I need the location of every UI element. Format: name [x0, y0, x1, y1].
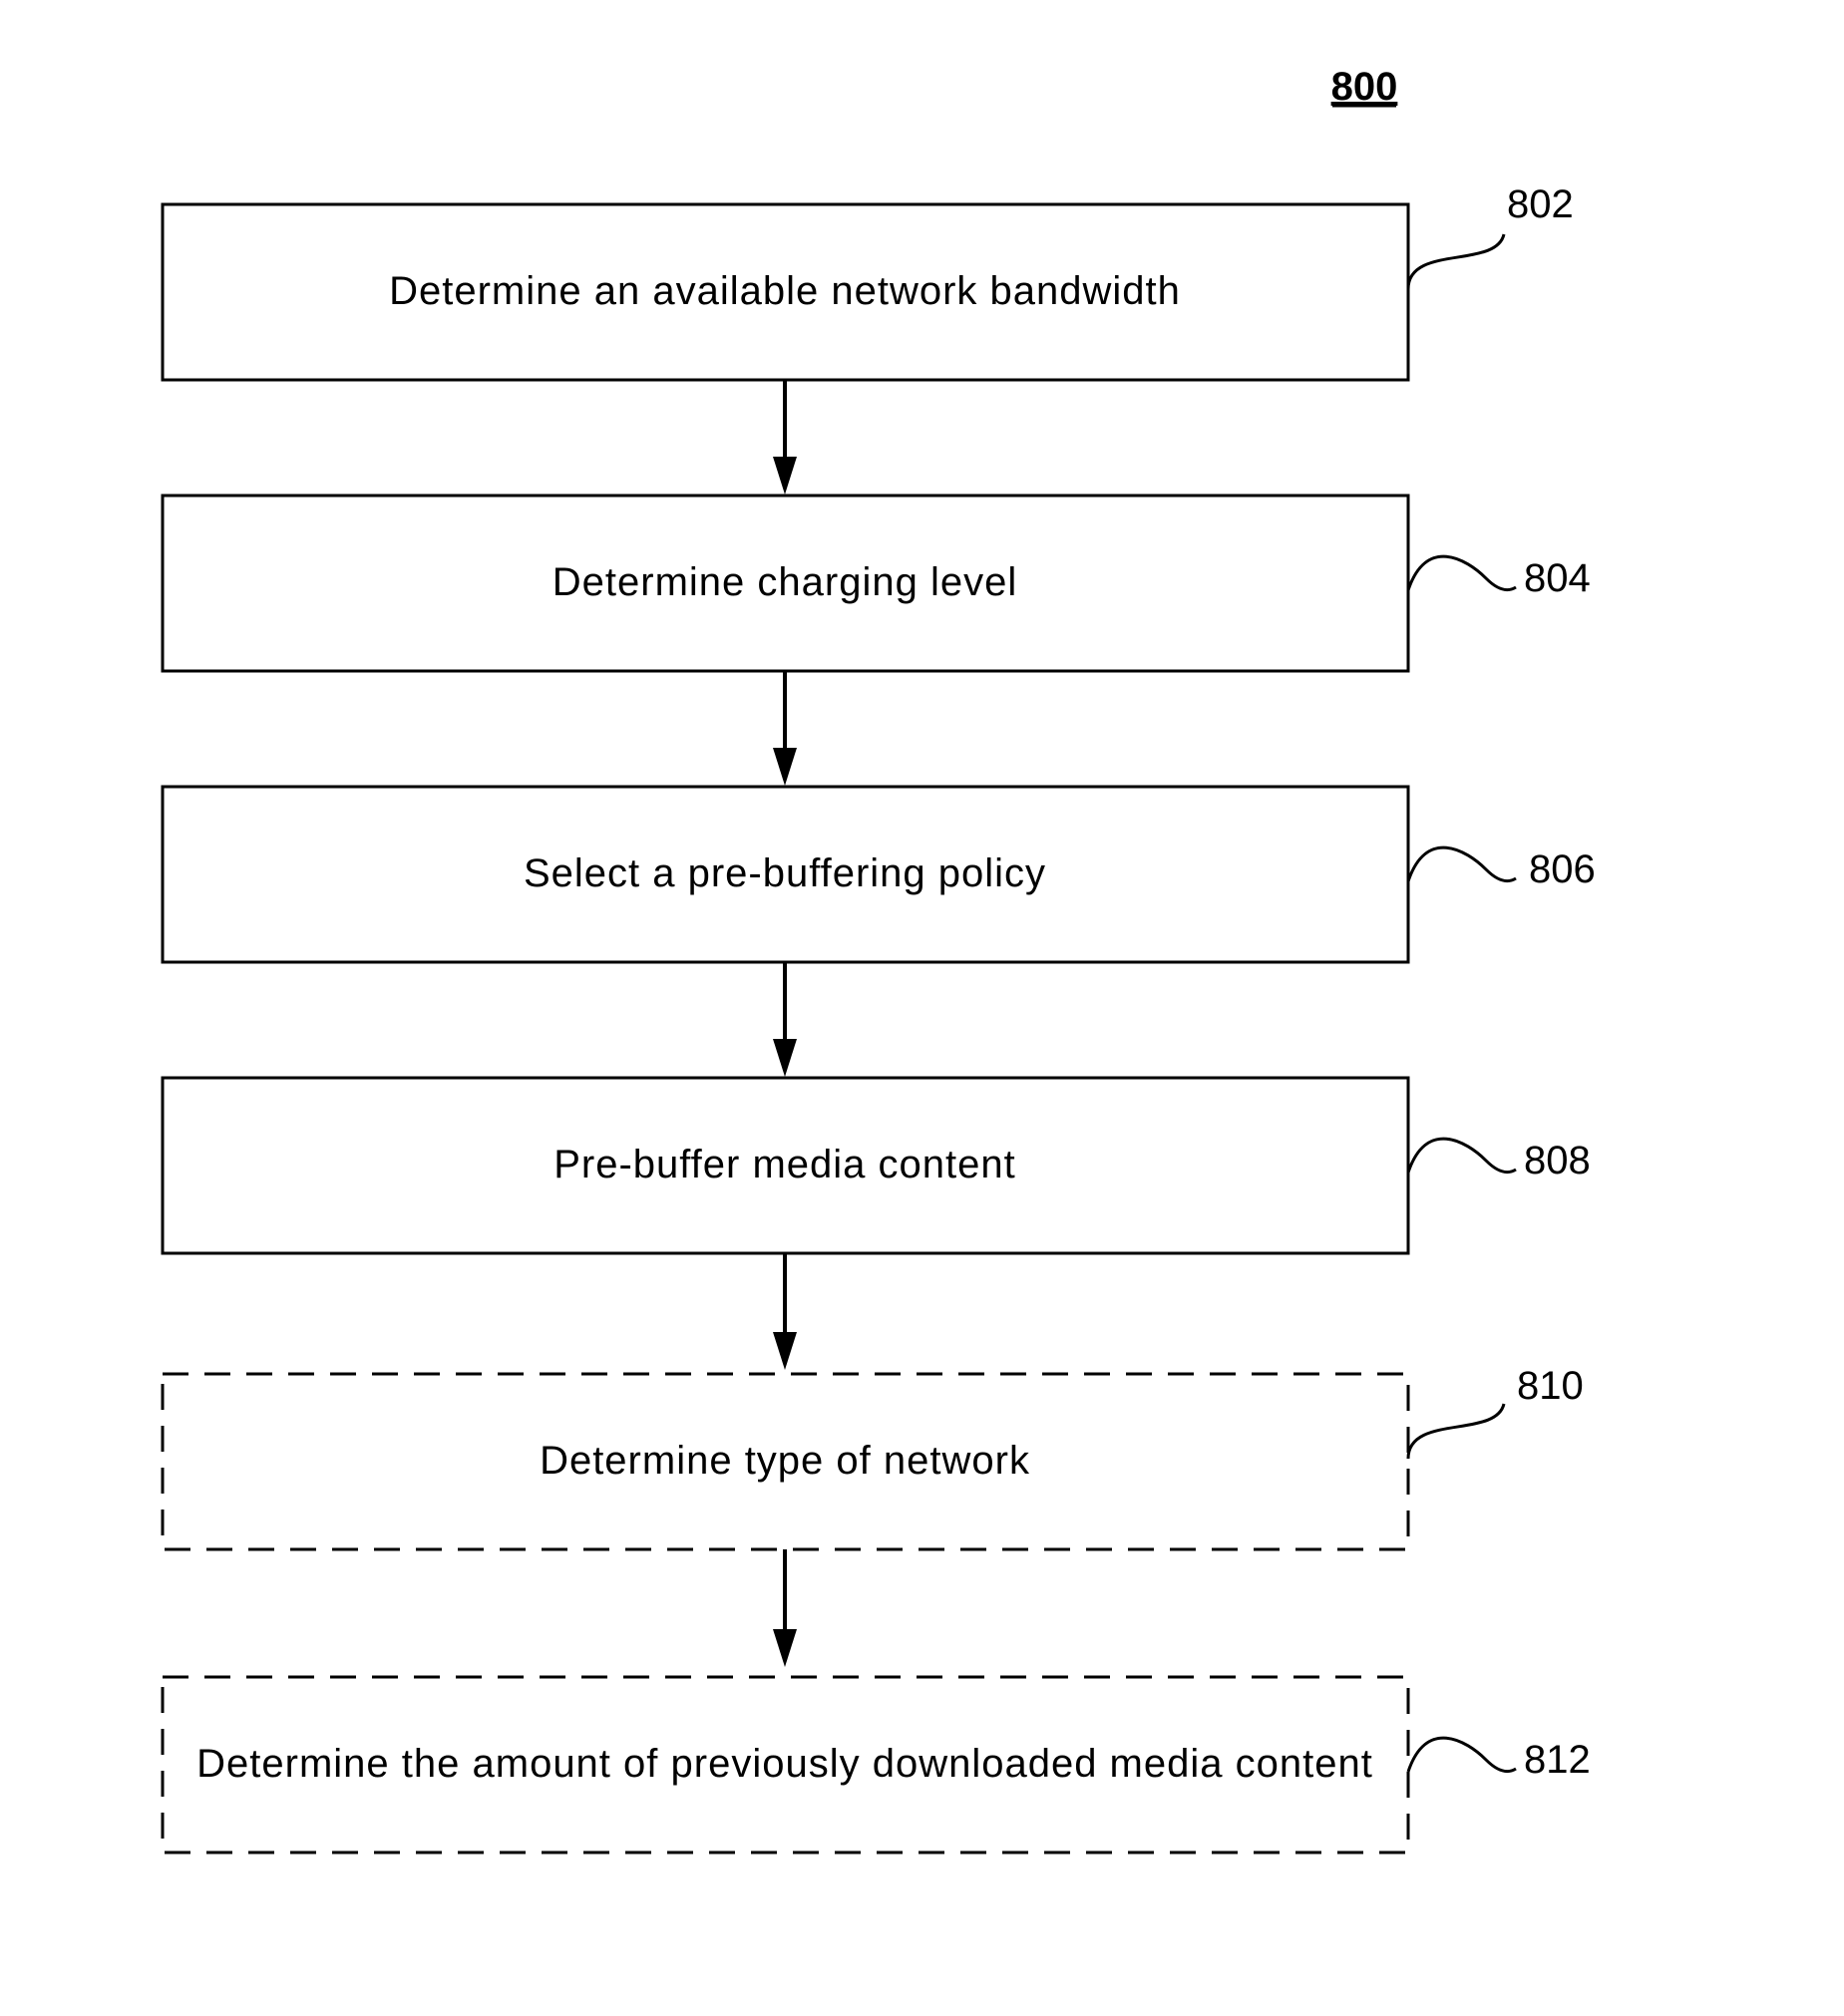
- leader-line: [1408, 234, 1504, 289]
- reference-number: 810: [1517, 1364, 1584, 1408]
- reference-number: 812: [1524, 1738, 1591, 1782]
- flow-arrow: [773, 1549, 797, 1667]
- flow-arrow: [773, 962, 797, 1077]
- step-802: Determine an available network bandwidth…: [163, 182, 1574, 380]
- leader-line: [1408, 1738, 1516, 1772]
- step-label: Select a pre-buffering policy: [524, 851, 1046, 895]
- step-label: Determine charging level: [553, 560, 1017, 604]
- step-808: Pre-buffer media content 808: [163, 1078, 1591, 1253]
- leader-line: [1408, 847, 1516, 881]
- reference-number: 802: [1507, 182, 1574, 226]
- step-label: Determine an available network bandwidth: [389, 269, 1181, 313]
- leader-line: [1408, 1139, 1516, 1173]
- reference-number: 804: [1524, 556, 1591, 600]
- reference-number: 808: [1524, 1139, 1591, 1182]
- step-804: Determine charging level 804: [163, 496, 1591, 671]
- flow-arrow: [773, 380, 797, 495]
- step-label: Pre-buffer media content: [553, 1143, 1016, 1186]
- reference-number: 806: [1529, 847, 1596, 891]
- step-812: Determine the amount of previously downl…: [163, 1677, 1591, 1852]
- step-label: Determine the amount of previously downl…: [196, 1742, 1373, 1786]
- leader-line: [1408, 1404, 1504, 1459]
- figure-label: 800: [1331, 65, 1398, 109]
- step-label: Determine type of network: [540, 1439, 1030, 1483]
- flow-arrow: [773, 1253, 797, 1370]
- leader-line: [1408, 556, 1516, 590]
- step-810: Determine type of network 810: [163, 1364, 1584, 1549]
- flow-arrow: [773, 671, 797, 786]
- step-806: Select a pre-buffering policy 806: [163, 787, 1596, 962]
